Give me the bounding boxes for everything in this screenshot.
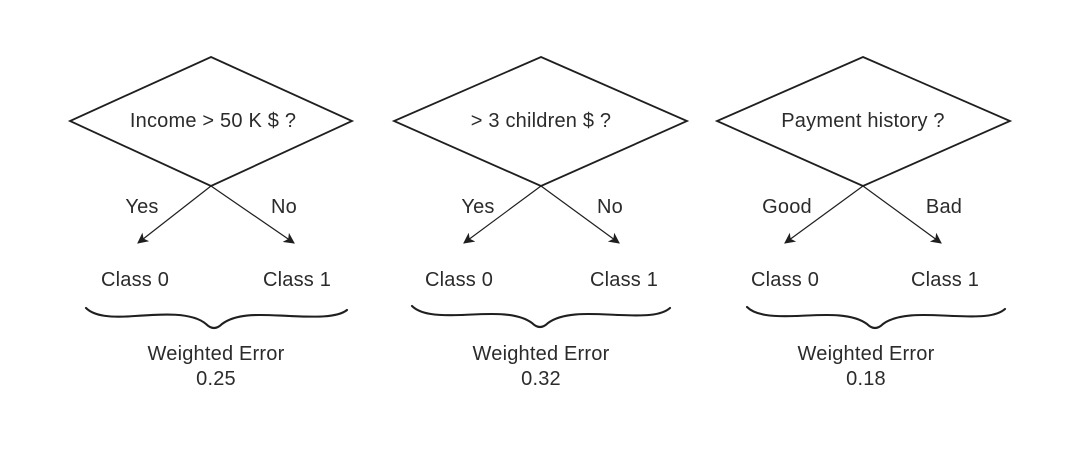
question-label: Income > 50 K $ ?: [129, 110, 297, 132]
underbrace: [410, 304, 672, 329]
leaf-label-class0: Class 0: [750, 269, 820, 291]
weighted-error-label: Weighted Error: [797, 343, 935, 365]
no-branch-arrow: [210, 185, 295, 244]
weighted-error-value: 0.18: [846, 368, 886, 390]
weighted-error-label: Weighted Error: [472, 343, 610, 365]
branch-label-no: No: [597, 196, 623, 218]
leaf-label-class1: Class 1: [589, 269, 659, 291]
bad-branch-arrow: [862, 185, 942, 244]
weighted-error-label: Weighted Error: [147, 343, 285, 365]
question-label: > 3 children $ ?: [470, 110, 612, 132]
branch-label-good: Good: [762, 196, 812, 218]
tree-income: [67, 56, 355, 330]
weighted-error-value: 0.25: [196, 368, 236, 390]
tree-payment-history: [714, 56, 1013, 330]
no-branch-arrow: [540, 185, 620, 244]
leaf-label-class0: Class 0: [424, 269, 494, 291]
leaf-label-class0: Class 0: [100, 269, 170, 291]
branch-label-yes: Yes: [125, 196, 159, 218]
tree-children: [391, 56, 690, 329]
branch-label-yes: Yes: [461, 196, 495, 218]
leaf-label-class1: Class 1: [910, 269, 980, 291]
good-branch-arrow: [784, 185, 864, 244]
yes-branch-arrow: [137, 185, 212, 244]
weighted-error-value: 0.32: [521, 368, 561, 390]
yes-branch-arrow: [463, 185, 542, 244]
question-label: Payment history ?: [781, 110, 945, 132]
underbrace: [84, 306, 349, 330]
leaf-label-class1: Class 1: [262, 269, 332, 291]
underbrace: [745, 305, 1007, 330]
branch-label-no: No: [271, 196, 297, 218]
branch-label-bad: Bad: [925, 196, 963, 218]
